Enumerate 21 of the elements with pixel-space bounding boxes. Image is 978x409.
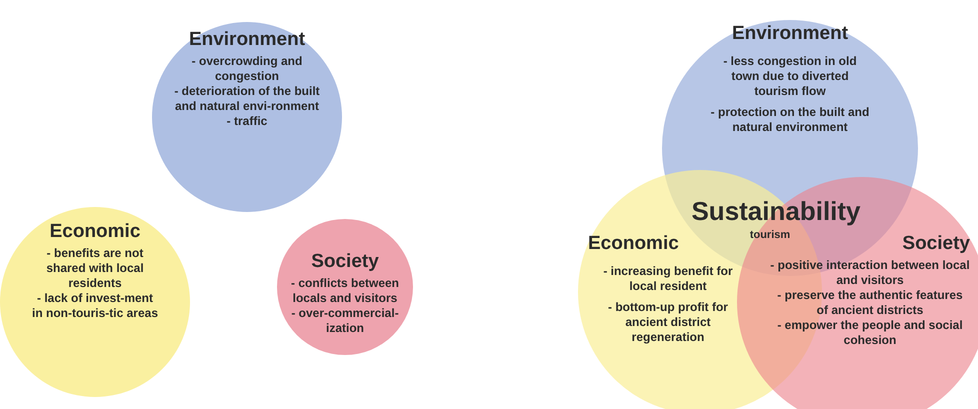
bullet-text: - empower the people and social cohesion <box>776 318 964 348</box>
bullet-text: - preserve the authentic features of ancient districts <box>776 288 964 318</box>
bullet-text: - deterioration of the built and natural envi-ronment <box>173 84 321 114</box>
bullet-text: - traffic <box>226 114 268 129</box>
bullet-text: - positive interaction between local and visitors <box>770 258 970 288</box>
bullet-text: - conflicts between locals and visitors <box>290 276 400 306</box>
circle-heading: Economic <box>48 220 142 244</box>
circle-heading: Economic <box>588 232 680 256</box>
bullet-text: - protection on the built and natural environment <box>710 105 870 135</box>
bullet-text: - lack of invest-ment in non-touris-tic areas <box>30 291 160 321</box>
bullet-text: - benefits are not shared with local residents <box>45 246 145 291</box>
circle-heading: Environment <box>188 28 306 52</box>
circle-heading: Society <box>310 250 380 274</box>
center-title: Sustainability <box>690 196 862 226</box>
bullet-text: - over-commercial-ization <box>290 306 400 336</box>
circle-heading: Environment <box>730 22 850 46</box>
bullet-text: - bottom-up profit for ancient district regeneration <box>607 300 729 345</box>
center-subtitle: tourism <box>748 228 792 242</box>
bullet-text: - overcrowding and congestion <box>190 54 304 84</box>
bullet-text: - less congestion in old town due to diverted tourism flow <box>722 54 858 99</box>
bullet-text: - increasing benefit for local resident <box>602 264 734 294</box>
